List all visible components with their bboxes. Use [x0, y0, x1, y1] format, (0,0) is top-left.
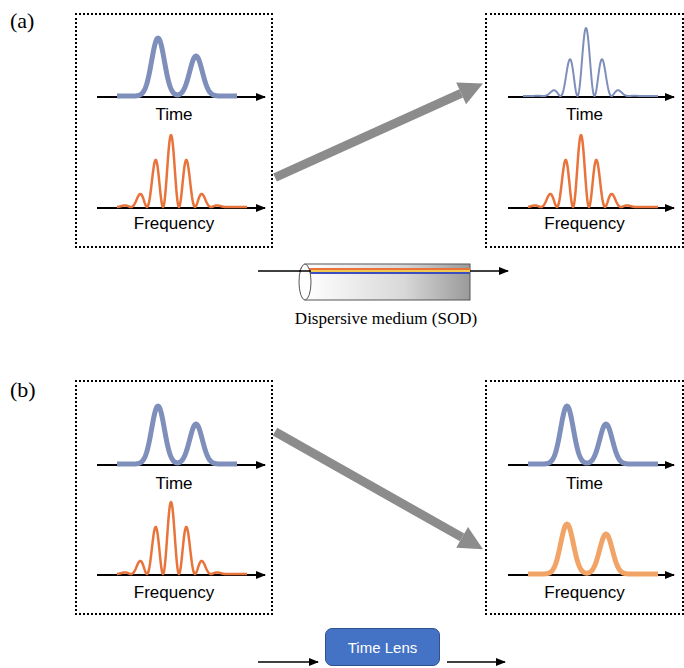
axis-label: Frequency	[487, 215, 682, 234]
axis-label: Time	[487, 475, 682, 494]
axis-label: Frequency	[77, 584, 271, 603]
panel-label: (a)	[10, 8, 34, 34]
axis-label: Time	[77, 475, 271, 494]
axis-label: Frequency	[487, 584, 682, 603]
panel-label: (b)	[10, 377, 36, 403]
time-lens-box: Time Lens	[325, 628, 440, 666]
plot-panel: TimeFrequency	[485, 380, 684, 615]
plot-panel: TimeFrequency	[485, 13, 684, 248]
dispersive-cylinder	[258, 264, 508, 300]
transform-arrow	[275, 432, 483, 550]
axis-label: Time	[487, 106, 682, 125]
plot-panel: TimeFrequency	[75, 13, 273, 248]
axis-label: Time	[77, 106, 271, 125]
plot-panel: TimeFrequency	[75, 380, 273, 615]
transform-arrow	[275, 82, 483, 177]
axis-label: Frequency	[77, 215, 271, 234]
lens-label: Time Lens	[348, 639, 417, 656]
medium-label: Dispersive medium (SOD)	[295, 309, 477, 329]
